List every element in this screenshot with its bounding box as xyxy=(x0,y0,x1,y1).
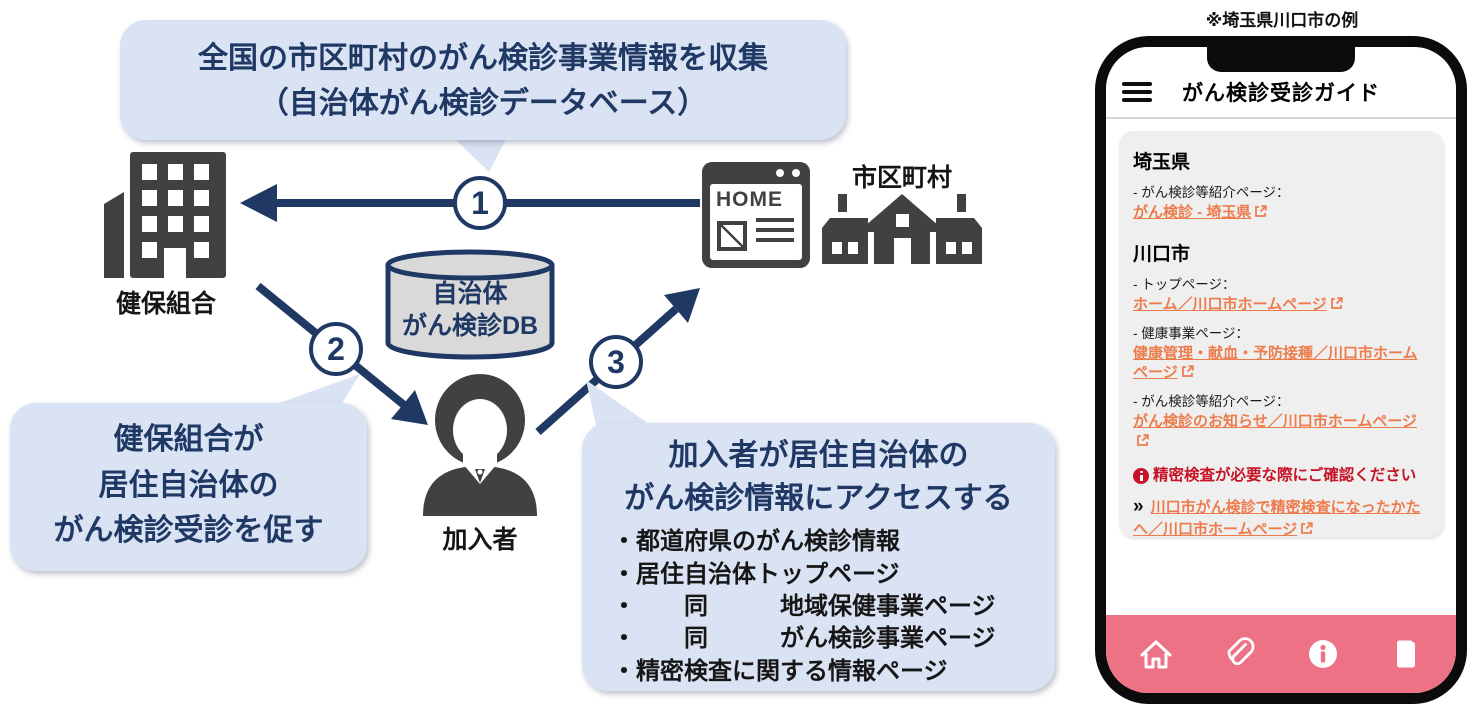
external-link-icon xyxy=(1181,365,1194,378)
right-callout: 加入者が居住自治体の がん検診情報にアクセスする ・都道府県のがん検診情報 ・居… xyxy=(582,423,1055,691)
link-kawaguchi-home[interactable]: ホーム／川口市ホームページ xyxy=(1133,296,1343,313)
phone-screen: がん検診受診ガイド 埼玉県 - がん検診等紹介ページ： がん検診 - 埼玉県 川… xyxy=(1106,47,1456,693)
link-text: 健康管理・献血・予防接種／川口市ホームページ xyxy=(1133,344,1418,382)
step-1-number: 1 xyxy=(471,184,489,221)
top-callout-line2: （自治体がん検診データベース） xyxy=(258,87,708,120)
browser-window-icon: HOME xyxy=(702,162,810,268)
detail-link-row: »川口市がん検診で精密検査になったかたへ／川口市ホームページ xyxy=(1133,494,1429,540)
member-label: 加入者 xyxy=(442,526,518,554)
browser-dot-icon xyxy=(792,169,800,177)
link-saitama-cancer-screening[interactable]: がん検診 - 埼玉県 xyxy=(1133,204,1268,221)
insurer-label: 健保組合 xyxy=(115,290,216,318)
right-callout-bullet: ・ 同 がん検診事業ページ xyxy=(612,625,996,653)
link-text: がん検診のお知らせ／川口市ホームページ xyxy=(1133,413,1417,431)
paperclip-icon xyxy=(1227,637,1255,666)
left-callout: 健保組合が 居住自治体の がん検診受診を促す xyxy=(10,403,367,571)
external-link-icon xyxy=(1255,205,1268,217)
arrow-3-head xyxy=(664,288,700,323)
info-icon xyxy=(1133,467,1149,484)
section-heading-saitama: 埼玉県 xyxy=(1133,152,1191,173)
bottom-nav-bar xyxy=(1106,615,1456,693)
left-callout-line2: 居住自治体の xyxy=(98,468,279,502)
image-placeholder-icon xyxy=(717,221,747,251)
link-item-label: - がん検診等紹介ページ： xyxy=(1133,185,1290,200)
arrow-1-head xyxy=(240,184,277,222)
home-icon xyxy=(1140,640,1172,669)
link-text: 川口市がん検診で精密検査になったかたへ／川口市ホームページ xyxy=(1133,499,1421,538)
right-callout-bullet: ・精密検査に関する情報ページ xyxy=(612,657,948,685)
phone-notch xyxy=(1207,47,1355,72)
text-lines-icon xyxy=(756,218,794,248)
app-title: がん検診受診ガイド xyxy=(1182,82,1380,105)
town-hall-icon xyxy=(822,194,982,264)
db-label-line2: がん検診DB xyxy=(401,312,539,340)
office-building-icon xyxy=(104,152,226,278)
info-nav-button[interactable] xyxy=(1301,632,1345,676)
link-kawaguchi-health-programs[interactable]: 健康管理・献血・予防接種／川口市ホームページ xyxy=(1133,345,1418,382)
documents-nav-button[interactable] xyxy=(1384,632,1428,676)
document-icon xyxy=(1397,640,1416,668)
right-callout-bullet: ・都道府県のがん検診情報 xyxy=(612,528,900,556)
info-circle-icon xyxy=(1308,640,1337,668)
top-callout: 全国の市区町村のがん検診事業情報を収集 （自治体がん検診データベース） xyxy=(120,20,846,140)
home-nav-button[interactable] xyxy=(1134,632,1178,676)
link-text: ホーム／川口市ホームページ xyxy=(1133,295,1327,313)
right-callout-title-line1: 加入者が居住自治体の xyxy=(668,439,969,472)
step-3-badge: 3 xyxy=(589,335,643,389)
warning-row: 精密検査が必要な際にご確認ください xyxy=(1133,466,1429,485)
link-item-label: - がん検診等紹介ページ： xyxy=(1133,394,1290,410)
warning-text: 精密検査が必要な際にご確認ください xyxy=(1153,466,1417,484)
step-2-number: 2 xyxy=(327,330,345,367)
attachments-nav-button[interactable] xyxy=(1217,632,1261,676)
external-link-icon xyxy=(1330,297,1343,309)
top-callout-line1: 全国の市区町村のがん検診事業情報を収集 xyxy=(198,42,768,75)
municipal-cancer-screening-db: 自治体 がん検診DB xyxy=(383,248,557,360)
db-label-line1: 自治体 xyxy=(432,280,508,308)
link-item-label: - 健康事業ページ： xyxy=(1133,325,1249,341)
phone-example-caption: ※埼玉県川口市の例 xyxy=(1205,11,1359,30)
menu-icon[interactable] xyxy=(1122,78,1152,106)
step-3-number: 3 xyxy=(607,343,625,380)
browser-home-label: HOME xyxy=(716,188,783,211)
link-item-label: - トップページ： xyxy=(1133,276,1236,292)
external-link-icon xyxy=(1301,522,1313,534)
step-2-badge: 2 xyxy=(309,322,363,376)
app-header: がん検診受診ガイド xyxy=(1106,47,1456,119)
browser-pane: HOME xyxy=(710,184,802,260)
external-link-icon xyxy=(1137,434,1149,446)
right-callout-title-line2: がん検診情報にアクセスする xyxy=(624,481,1013,515)
browser-dot-icon xyxy=(776,169,784,177)
smartphone-mockup: がん検診受診ガイド 埼玉県 - がん検診等紹介ページ： がん検診 - 埼玉県 川… xyxy=(1095,36,1467,704)
left-callout-line3: がん検診受診を促す xyxy=(53,514,324,548)
chevron-right-icon: » xyxy=(1133,496,1144,518)
link-kawaguchi-detailed-exam[interactable]: 川口市がん検診で精密検査になったかたへ／川口市ホームページ xyxy=(1133,499,1421,538)
link-kawaguchi-cancer-screening-news[interactable]: がん検診のお知らせ／川口市ホームページ xyxy=(1133,413,1417,450)
municipality-label: 市区町村 xyxy=(851,164,952,192)
left-callout-line1: 健保組合が xyxy=(113,423,264,456)
link-text: がん検診 - 埼玉県 xyxy=(1133,204,1252,221)
right-callout-bullet: ・ 同 地域保健事業ページ xyxy=(612,592,996,620)
section-heading-kawaguchi: 川口市 xyxy=(1133,243,1191,265)
links-card: 埼玉県 - がん検診等紹介ページ： がん検診 - 埼玉県 川口市 - トップペー… xyxy=(1119,131,1443,540)
right-callout-bullet: ・居住自治体トップページ xyxy=(612,560,900,588)
step-1-badge: 1 xyxy=(453,176,507,230)
member-person-icon xyxy=(423,374,537,516)
